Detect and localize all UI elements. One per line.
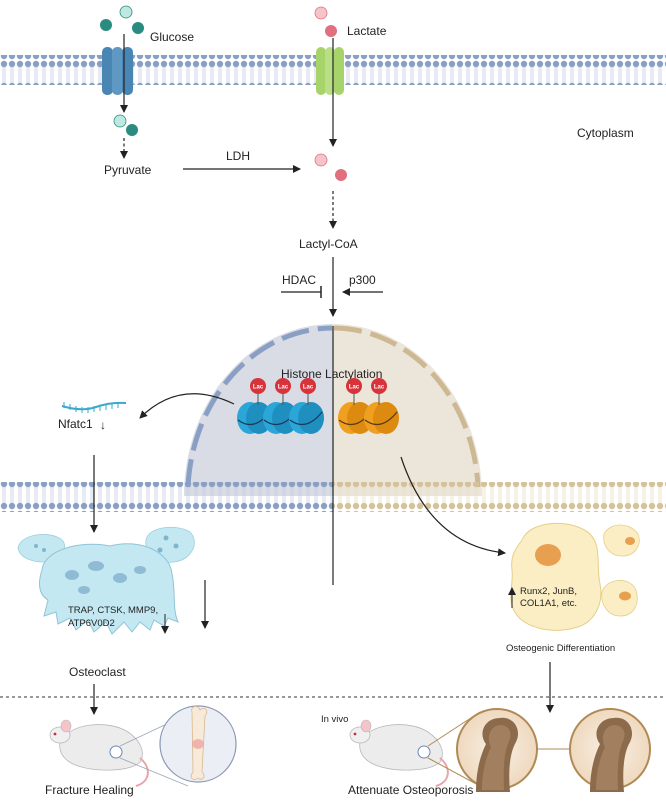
svg-text:Lac: Lac	[303, 385, 314, 391]
osteoclast-cell	[39, 543, 179, 635]
glucose-molecule	[126, 124, 138, 136]
attenuate-osteoporosis-label: Attenuate Osteoporosis	[348, 783, 473, 797]
fracture-bone-zoom	[159, 705, 237, 783]
mrna-strand	[61, 401, 127, 411]
cytoplasm-label: Cytoplasm	[577, 126, 634, 140]
lactate-molecule	[325, 25, 337, 37]
small-osteoblast-cell	[601, 580, 638, 617]
nfatc1-down-arrow: ↓	[100, 418, 106, 432]
p300-label: p300	[349, 273, 376, 287]
nucleosome	[289, 402, 324, 434]
svg-text:Lac: Lac	[253, 385, 264, 391]
svg-text:Lac: Lac	[278, 385, 289, 391]
glucose-molecule	[132, 22, 144, 34]
glucose-label: Glucose	[150, 30, 194, 44]
hdac-label: HDAC	[282, 273, 316, 287]
bone-cross-section	[569, 708, 651, 792]
lac-tag: Lac	[346, 378, 362, 405]
in-vivo-label: In vivo	[321, 714, 348, 725]
fracture-healing-label: Fracture Healing	[45, 783, 134, 797]
mrna-bases	[63, 402, 119, 413]
mouse-illustration	[349, 719, 449, 787]
bone-cross-section	[456, 708, 538, 792]
glucose-transporter	[102, 47, 133, 95]
bottom-membrane-left	[0, 482, 333, 512]
svg-text:Lac: Lac	[374, 385, 385, 391]
nucleosome-row	[237, 402, 399, 434]
lactate-label: Lactate	[347, 24, 387, 38]
lactate-molecule	[314, 153, 328, 167]
osteoclast-markers-line2: ATP6V0D2	[68, 618, 115, 629]
lactate-transporter	[316, 47, 344, 95]
osteogenic-markers-line2: COL1A1, etc.	[520, 598, 577, 609]
lactate-molecule	[314, 6, 328, 20]
osteoclast-markers-line1: TRAP, CTSK, MMP9,	[68, 605, 158, 616]
arrow-to-nfatc1	[139, 393, 235, 419]
ldh-label: LDH	[226, 149, 250, 163]
arrow-to-osteoblast	[400, 456, 506, 557]
zoom-line	[427, 757, 481, 787]
lactyl-coa-label: Lactyl-CoA	[299, 237, 358, 251]
lac-tag: Lac	[300, 378, 316, 405]
nucleosome	[364, 402, 399, 434]
histone-lactylation-label: Histone Lactylation	[281, 367, 382, 381]
zoom-line	[119, 757, 189, 787]
small-osteoblast-cell	[603, 524, 640, 557]
glucose-molecule	[113, 114, 127, 128]
glucose-molecule	[100, 19, 112, 31]
bottom-membrane-right	[333, 482, 666, 512]
pyruvate-label: Pyruvate	[104, 163, 152, 177]
glucose-molecule	[119, 5, 133, 19]
lac-tag: Lac	[275, 378, 291, 405]
osteogenic-differentiation-label: Osteogenic Differentiation	[506, 643, 615, 654]
mouse-illustration	[49, 719, 149, 787]
osteogenic-markers-line1: Runx2, JunB,	[520, 586, 577, 597]
osteoclast-label: Osteoclast	[69, 665, 126, 679]
lactate-molecule	[335, 169, 347, 181]
svg-text:Lac: Lac	[349, 385, 360, 391]
osteoblast-cell	[510, 522, 602, 631]
nfatc1-label: Nfatc1	[58, 417, 93, 431]
lac-tag: Lac	[250, 378, 266, 405]
lac-tag: Lac	[371, 378, 387, 405]
